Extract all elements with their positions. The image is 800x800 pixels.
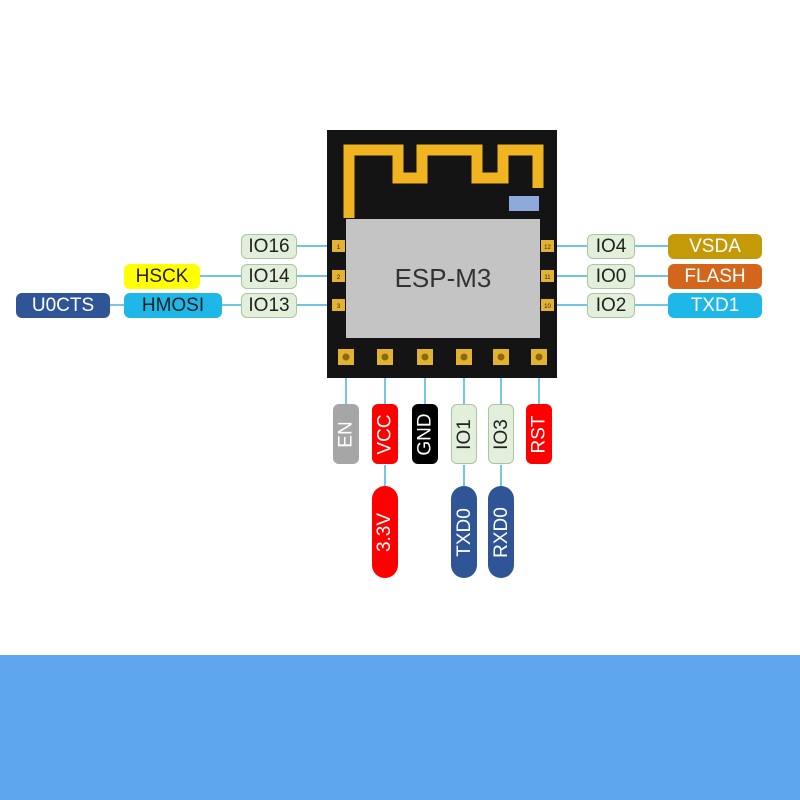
shield-can bbox=[346, 219, 540, 338]
function-label-rxd0: RXD0 bbox=[488, 486, 514, 578]
pad-12 bbox=[541, 240, 554, 252]
pin-label-text: VCC bbox=[374, 413, 396, 455]
antenna-feed-pad bbox=[509, 196, 539, 211]
function-label-text: TXD0 bbox=[453, 507, 475, 557]
pin-label-io16: IO16 bbox=[241, 234, 297, 259]
pin-label-en: EN bbox=[333, 404, 359, 464]
function-label-hsck: HSCK bbox=[124, 264, 200, 289]
function-label-3v3: 3.3V bbox=[372, 486, 398, 578]
pad-number: 3 bbox=[337, 304, 341, 310]
function-label-hmosi: HMOSI bbox=[124, 293, 222, 318]
pin-label-text: EN bbox=[335, 420, 357, 448]
pin-label-text: GND bbox=[414, 412, 436, 456]
pad-number: 1 bbox=[337, 245, 341, 251]
pad-number: 10 bbox=[544, 304, 551, 310]
pad-10 bbox=[541, 299, 554, 311]
pad-number: 11 bbox=[544, 275, 551, 281]
pad-11 bbox=[541, 270, 554, 282]
function-label-u0cts: U0CTS bbox=[16, 293, 110, 318]
pin-label-io4: IO4 bbox=[587, 234, 635, 259]
pad-2 bbox=[332, 270, 345, 282]
function-label-vsda: VSDA bbox=[668, 234, 762, 259]
pin-label-gnd: GND bbox=[412, 404, 438, 464]
pad-3 bbox=[332, 299, 345, 311]
function-label-txd0: TXD0 bbox=[451, 486, 477, 578]
left-pads: 1 2 3 bbox=[332, 240, 345, 311]
pin-label-io3: IO3 bbox=[488, 404, 514, 464]
pad-hole bbox=[421, 353, 429, 361]
antenna-trace bbox=[343, 144, 544, 218]
pin-label-rst: RST bbox=[526, 404, 552, 464]
pad-number: 2 bbox=[337, 275, 341, 281]
pin-label-text: IO3 bbox=[490, 418, 512, 450]
pin-label-io13: IO13 bbox=[241, 293, 297, 318]
pad-1 bbox=[332, 240, 345, 252]
pad-hole bbox=[535, 353, 543, 361]
bottom-band bbox=[0, 655, 800, 800]
function-label-text: 3.3V bbox=[374, 512, 396, 552]
function-label-txd1: TXD1 bbox=[668, 293, 762, 318]
pad-hole bbox=[381, 353, 389, 361]
pin-label-io1: IO1 bbox=[451, 404, 477, 464]
pad-hole bbox=[342, 353, 350, 361]
right-pads: 12 11 10 bbox=[541, 240, 554, 311]
pin-label-vcc: VCC bbox=[372, 404, 398, 464]
pin-label-text: RST bbox=[528, 415, 550, 453]
pin-label-text: IO1 bbox=[453, 418, 475, 450]
pad-hole bbox=[497, 353, 505, 361]
function-label-flash: FLASH bbox=[668, 264, 762, 289]
bottom-pads bbox=[338, 349, 547, 365]
pin-label-io2: IO2 bbox=[587, 293, 635, 318]
pin-label-io0: IO0 bbox=[587, 264, 635, 289]
pad-hole bbox=[460, 353, 468, 361]
function-label-text: RXD0 bbox=[490, 506, 512, 558]
module-name: ESP-M3 bbox=[395, 263, 492, 293]
pin-label-io14: IO14 bbox=[241, 264, 297, 289]
pad-number: 12 bbox=[544, 245, 551, 251]
